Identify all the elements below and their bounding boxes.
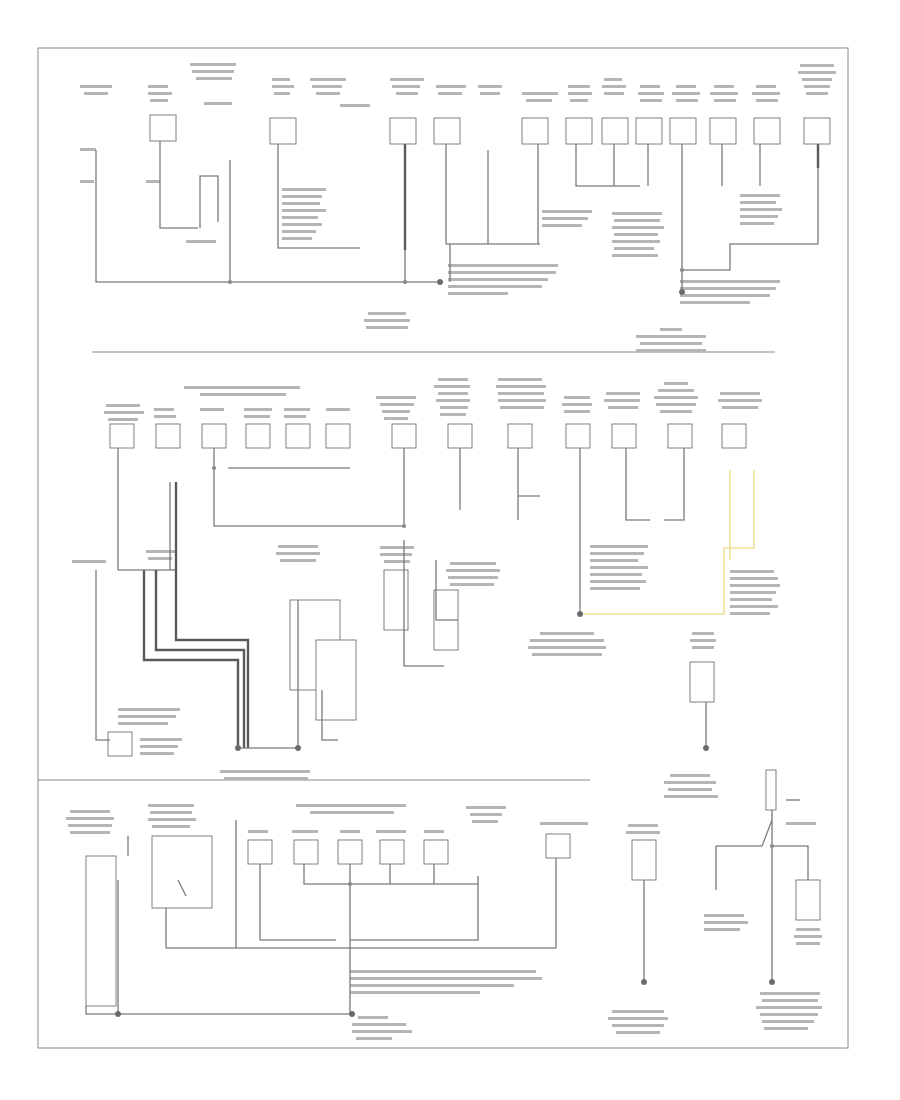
connector-block bbox=[391, 423, 417, 449]
lower-wires bbox=[85, 799, 809, 1015]
connector-block bbox=[709, 117, 737, 145]
connector-block bbox=[389, 117, 417, 145]
connector-block bbox=[293, 839, 319, 865]
connector-block bbox=[565, 423, 591, 449]
connector-block bbox=[109, 423, 135, 449]
connector-block bbox=[423, 839, 449, 865]
middle-components bbox=[107, 423, 747, 757]
connector-block bbox=[433, 117, 461, 145]
connector-block bbox=[247, 839, 273, 865]
connector-block bbox=[689, 661, 715, 703]
upper-components bbox=[149, 114, 831, 145]
connector-block bbox=[803, 117, 831, 145]
upper-ground-points bbox=[228, 268, 685, 295]
connector-block bbox=[721, 423, 747, 449]
connector-block bbox=[245, 423, 271, 449]
connector-block bbox=[635, 117, 663, 145]
middle-ground-points bbox=[212, 466, 709, 751]
connector-block bbox=[753, 117, 781, 145]
connector-block bbox=[155, 423, 181, 449]
connector-block bbox=[611, 423, 637, 449]
connector-block bbox=[601, 117, 629, 145]
upper-wires bbox=[95, 141, 820, 292]
connector-block bbox=[149, 114, 177, 142]
connector-block bbox=[521, 117, 549, 145]
lower-ground-points bbox=[115, 844, 775, 1017]
connector-block bbox=[669, 117, 697, 145]
diagram-frame bbox=[37, 47, 849, 1049]
lower-section bbox=[66, 769, 822, 1040]
connector-block bbox=[795, 879, 821, 921]
connector-block bbox=[285, 423, 311, 449]
connector-block bbox=[507, 423, 533, 449]
connector-block bbox=[765, 769, 777, 811]
connector-block bbox=[325, 423, 351, 449]
middle-section bbox=[72, 378, 780, 798]
lower-components bbox=[85, 769, 821, 1007]
lower-label-blocks bbox=[66, 804, 822, 1040]
connector-block bbox=[151, 835, 213, 909]
connector-block bbox=[107, 731, 133, 757]
connector-block bbox=[631, 839, 657, 881]
connector-block bbox=[667, 423, 693, 449]
middle-label-blocks bbox=[72, 378, 780, 798]
connector-block bbox=[201, 423, 227, 449]
upper-section bbox=[80, 63, 836, 352]
upper-label-blocks bbox=[80, 63, 836, 352]
connector-block bbox=[337, 839, 363, 865]
connector-block bbox=[545, 833, 571, 859]
connector-block bbox=[85, 855, 117, 1007]
middle-wires bbox=[95, 448, 755, 749]
connector-block bbox=[379, 839, 405, 865]
connector-block bbox=[315, 639, 357, 721]
connector-block bbox=[269, 117, 297, 145]
connector-block bbox=[565, 117, 593, 145]
connector-block bbox=[447, 423, 473, 449]
